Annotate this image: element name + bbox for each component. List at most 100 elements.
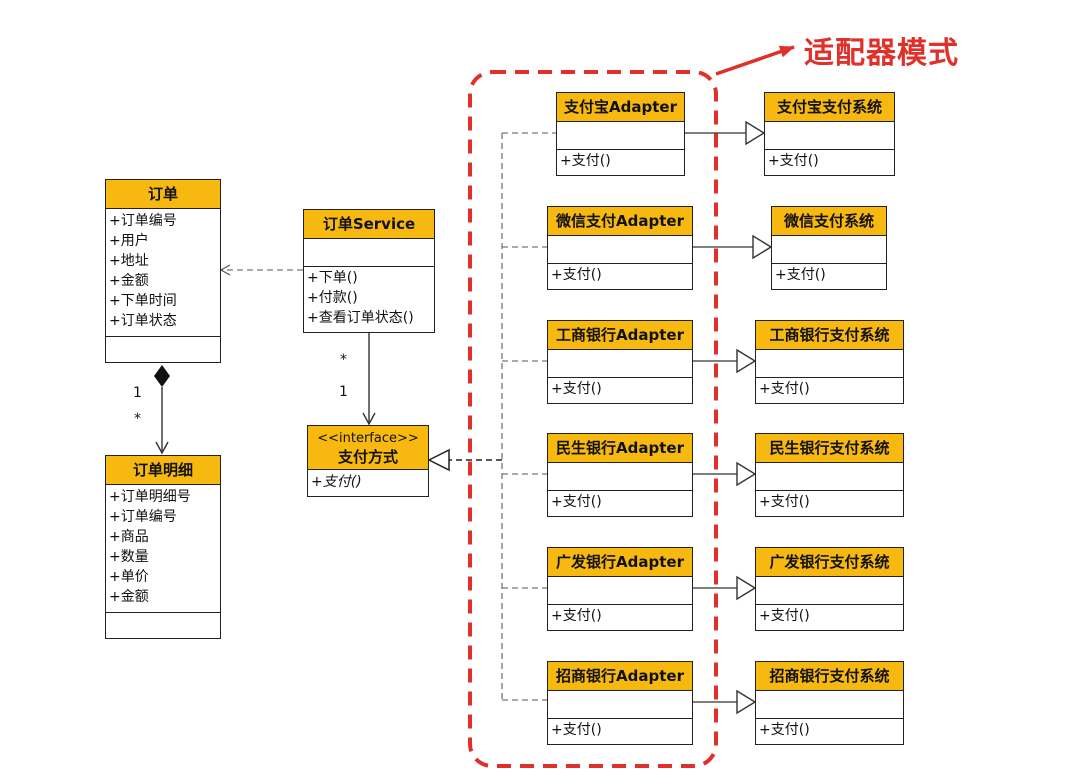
multiplicity-service-top: * bbox=[340, 352, 347, 368]
payment-interface-name: 支付方式 bbox=[337, 448, 398, 466]
adapter-class-cmbc: 民生银行Adapter +支付() bbox=[547, 433, 693, 517]
adapter-methods: +支付() bbox=[557, 150, 684, 171]
system-class-name: 工商银行支付系统 bbox=[756, 321, 903, 350]
adapter-class-wechat: 微信支付Adapter +支付() bbox=[547, 206, 693, 290]
system-attributes bbox=[772, 236, 886, 264]
adapter-class-name: 招商银行Adapter bbox=[548, 662, 692, 691]
adapter-class-name: 工商银行Adapter bbox=[548, 321, 692, 350]
order-class-name: 订单 bbox=[106, 180, 220, 209]
system-methods: +支付() bbox=[756, 719, 903, 740]
order-detail-attributes: +订单明细号 +订单编号 +商品 +数量 +单价 +金额 bbox=[106, 485, 220, 613]
order-detail-attr: +订单编号 bbox=[109, 509, 177, 525]
adapter-method: +支付() bbox=[560, 153, 611, 169]
adapter-method: +支付() bbox=[551, 267, 602, 283]
order-service-class: 订单Service +下单() +付款() +查看订单状态() bbox=[303, 209, 435, 333]
system-attributes bbox=[765, 122, 894, 150]
adapter-methods: +支付() bbox=[548, 605, 692, 626]
system-methods: +支付() bbox=[756, 605, 903, 626]
adapter-class-name: 支付宝Adapter bbox=[557, 93, 684, 122]
system-methods: +支付() bbox=[772, 264, 886, 285]
multiplicity-composition-bottom: * bbox=[134, 411, 141, 427]
order-attr: +订单状态 bbox=[109, 313, 177, 329]
order-detail-attr: +数量 bbox=[109, 549, 149, 565]
order-detail-attr: +金额 bbox=[109, 589, 149, 605]
system-class-cmb: 招商银行支付系统 +支付() bbox=[755, 661, 904, 745]
system-attributes bbox=[756, 691, 903, 719]
title-pointer-arrow bbox=[715, 45, 795, 76]
order-detail-class: 订单明细 +订单明细号 +订单编号 +商品 +数量 +单价 +金额 bbox=[105, 455, 221, 639]
order-detail-methods bbox=[106, 613, 220, 638]
adapter-class-cgb: 广发银行Adapter +支付() bbox=[547, 547, 693, 631]
system-class-name: 微信支付系统 bbox=[772, 207, 886, 236]
order-service-attributes bbox=[304, 239, 434, 267]
adapter-method: +支付() bbox=[551, 381, 602, 397]
adapter-class-cmb: 招商银行Adapter +支付() bbox=[547, 661, 693, 745]
system-class-name: 支付宝支付系统 bbox=[765, 93, 894, 122]
adapter-methods: +支付() bbox=[548, 491, 692, 512]
system-method: +支付() bbox=[768, 153, 819, 169]
system-method: +支付() bbox=[759, 381, 810, 397]
adapter-methods: +支付() bbox=[548, 719, 692, 740]
adapter-link-1-triangle bbox=[745, 120, 766, 146]
adapter-link-6-triangle bbox=[736, 689, 757, 715]
adapter-class-icbc: 工商银行Adapter +支付() bbox=[547, 320, 693, 404]
adapter-class-alipay: 支付宝Adapter +支付() bbox=[556, 92, 685, 176]
adapter-method: +支付() bbox=[551, 722, 602, 738]
system-methods: +支付() bbox=[765, 150, 894, 171]
adapter-method: +支付() bbox=[551, 608, 602, 624]
payment-interface-methods: +支付() bbox=[308, 470, 428, 492]
order-service-method: +下单() bbox=[307, 270, 358, 286]
order-service-method: +付款() bbox=[307, 290, 358, 306]
adapter-link-4-triangle bbox=[736, 461, 757, 487]
diagram-title: 适配器模式 bbox=[804, 36, 959, 71]
system-attributes bbox=[756, 463, 903, 491]
composition-diamond bbox=[154, 365, 170, 387]
order-attr: +下单时间 bbox=[109, 293, 177, 309]
system-methods: +支付() bbox=[756, 378, 903, 399]
order-attr: +金额 bbox=[109, 273, 149, 289]
adapter-link-5-triangle bbox=[736, 575, 757, 601]
system-method: +支付() bbox=[759, 494, 810, 510]
order-class: 订单 +订单编号 +用户 +地址 +金额 +下单时间 +订单状态 bbox=[105, 179, 221, 363]
system-attributes bbox=[756, 577, 903, 605]
system-class-name: 招商银行支付系统 bbox=[756, 662, 903, 691]
realization-triangle bbox=[427, 448, 450, 472]
adapter-attributes bbox=[548, 236, 692, 264]
order-service-method: +查看订单状态() bbox=[307, 310, 414, 326]
order-attr: +用户 bbox=[109, 233, 149, 249]
adapter-attributes bbox=[548, 577, 692, 605]
system-method: +支付() bbox=[759, 722, 810, 738]
adapter-class-name: 民生银行Adapter bbox=[548, 434, 692, 463]
system-class-name: 民生银行支付系统 bbox=[756, 434, 903, 463]
adapter-methods: +支付() bbox=[548, 378, 692, 399]
system-class-name: 广发银行支付系统 bbox=[756, 548, 903, 577]
adapter-highlight-region bbox=[468, 70, 718, 768]
system-class-cmbc: 民生银行支付系统 +支付() bbox=[755, 433, 904, 517]
adapter-method: +支付() bbox=[551, 494, 602, 510]
order-detail-attr: +商品 bbox=[109, 529, 149, 545]
system-methods: +支付() bbox=[756, 491, 903, 512]
order-attr: +地址 bbox=[109, 253, 149, 269]
order-attributes: +订单编号 +用户 +地址 +金额 +下单时间 +订单状态 bbox=[106, 209, 220, 337]
system-attributes bbox=[756, 350, 903, 378]
order-service-class-name: 订单Service bbox=[304, 210, 434, 239]
adapter-attributes bbox=[557, 122, 684, 150]
adapter-link-3-triangle bbox=[736, 348, 757, 374]
order-detail-class-name: 订单明细 bbox=[106, 456, 220, 485]
order-methods bbox=[106, 337, 220, 362]
multiplicity-composition-top: 1 bbox=[133, 385, 142, 401]
adapter-methods: +支付() bbox=[548, 264, 692, 285]
order-attr: +订单编号 bbox=[109, 213, 177, 229]
payment-interface-method: +支付() bbox=[311, 474, 362, 490]
system-class-wechat: 微信支付系统 +支付() bbox=[771, 206, 887, 290]
system-class-alipay: 支付宝支付系统 +支付() bbox=[764, 92, 895, 176]
order-detail-attr: +单价 bbox=[109, 569, 149, 585]
payment-interface: <<interface>> 支付方式 +支付() bbox=[307, 425, 429, 497]
adapter-attributes bbox=[548, 691, 692, 719]
adapter-link-2-triangle bbox=[752, 234, 773, 260]
adapter-class-name: 广发银行Adapter bbox=[548, 548, 692, 577]
system-method: +支付() bbox=[759, 608, 810, 624]
adapter-attributes bbox=[548, 463, 692, 491]
